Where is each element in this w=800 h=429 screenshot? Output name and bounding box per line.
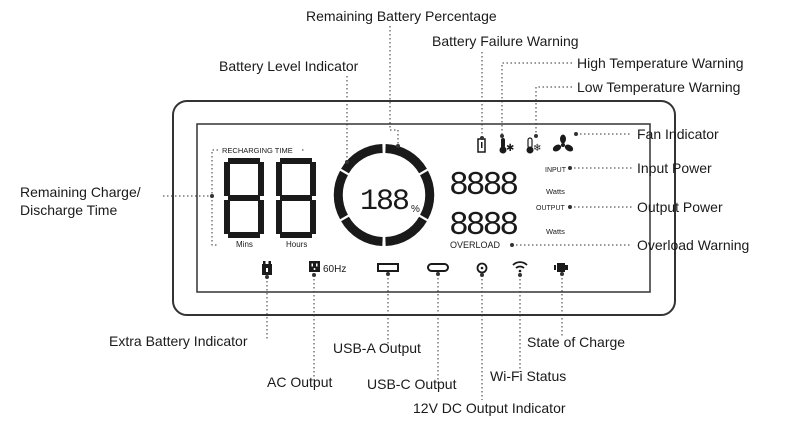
watts-top: Watts <box>546 187 565 196</box>
callout-wifi: Wi-Fi Status <box>490 368 566 384</box>
battery-failure-icon <box>477 138 486 153</box>
callout-remaining-percentage: Remaining Battery Percentage <box>306 8 497 24</box>
output-label: OUTPUT <box>536 205 566 212</box>
callout-battery-level: Battery Level Indicator <box>219 58 359 74</box>
device-frame <box>172 100 676 316</box>
percent-sign: % <box>411 204 420 215</box>
time-digit-2 <box>276 158 316 238</box>
fan-icon <box>552 134 574 152</box>
input-label: INPUT <box>545 167 567 174</box>
callout-battery-failure: Battery Failure Warning <box>432 33 579 49</box>
callout-output: Output Power <box>637 199 723 215</box>
battery-ring <box>333 144 435 246</box>
watts-bottom: Watts <box>546 227 565 236</box>
callout-fan: Fan Indicator <box>637 126 719 142</box>
callout-state-of-charge: State of Charge <box>527 334 625 350</box>
frequency-label: 60Hz <box>323 264 346 275</box>
svg-text:✱: ✱ <box>506 143 514 154</box>
callout-dc: 12V DC Output Indicator <box>413 400 566 416</box>
callout-input: Input Power <box>637 160 712 176</box>
percent-digits: 188 <box>360 185 409 219</box>
dc-output-icon <box>476 262 488 274</box>
leader-remaining-percentage <box>389 26 399 146</box>
callout-ac-output: AC Output <box>267 374 332 390</box>
leader-high-temp <box>501 62 572 136</box>
recharging-time-label: RECHARGING TIME <box>222 146 293 155</box>
callout-high-temp: High Temperature Warning <box>577 55 744 71</box>
hours-label: Hours <box>286 240 307 249</box>
usb-c-icon <box>427 263 449 272</box>
lcd-screen <box>196 123 651 293</box>
mins-label: Mins <box>236 240 253 249</box>
callout-remaining-time-2: Discharge Time <box>20 202 117 218</box>
callout-extra-battery: Extra Battery Indicator <box>109 333 248 349</box>
svg-text:❄: ❄ <box>533 143 541 154</box>
output-digits: 8888 <box>449 207 517 244</box>
low-temperature-icon: ❄ <box>526 137 541 154</box>
usb-a-icon <box>377 263 399 272</box>
leader-low-temp <box>535 86 572 136</box>
state-of-charge-icon <box>554 263 568 272</box>
extra-battery-icon <box>262 261 272 275</box>
leader-dots <box>210 132 578 279</box>
ac-outlet-icon <box>309 261 320 272</box>
callout-remaining-time-1: Remaining Charge/ <box>20 184 141 200</box>
overload-label: OVERLOAD <box>450 240 501 250</box>
high-temperature-icon: ✱ <box>499 138 514 154</box>
wifi-icon <box>512 261 528 273</box>
callout-low-temp: Low Temperature Warning <box>577 79 740 95</box>
callout-overload: Overload Warning <box>637 237 749 253</box>
input-digits: 8888 <box>449 167 517 204</box>
time-digits-value: 88 <box>264 201 266 203</box>
callout-usb-a: USB-A Output <box>333 340 421 356</box>
time-digit-1 <box>224 158 264 238</box>
callout-usb-c: USB-C Output <box>367 376 457 392</box>
